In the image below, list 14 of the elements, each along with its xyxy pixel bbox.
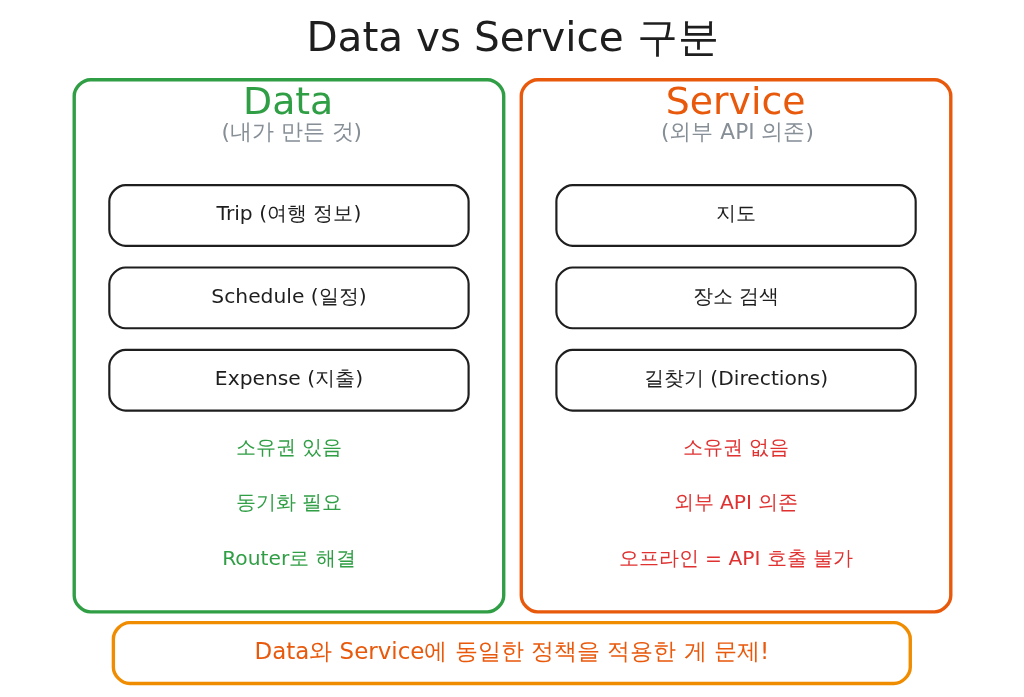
label: 오프라인 = API 호출 불가 — [618, 545, 853, 570]
node-box: Schedule (일정) — [107, 266, 470, 330]
node-box: 길찾기 (Directions) — [554, 348, 917, 412]
label: 동기화 필요 — [235, 490, 342, 515]
label: Router로 해결 — [221, 545, 356, 570]
node-box: 장소 검색 — [554, 266, 917, 330]
diagram-title: Data vs Service 구분 — [305, 13, 719, 62]
label: 외부 API 의존 — [673, 490, 798, 515]
label: 소유권 없음 — [682, 434, 789, 459]
node-box: Trip (여행 정보) — [107, 184, 470, 247]
node-box: Expense (지출) — [107, 348, 470, 412]
node-box: Data와 Service에 동일한 정책을 적용한 게 문제! — [111, 621, 912, 686]
node-box: 지도 — [554, 184, 917, 247]
label: 소유권 있음 — [235, 434, 342, 459]
